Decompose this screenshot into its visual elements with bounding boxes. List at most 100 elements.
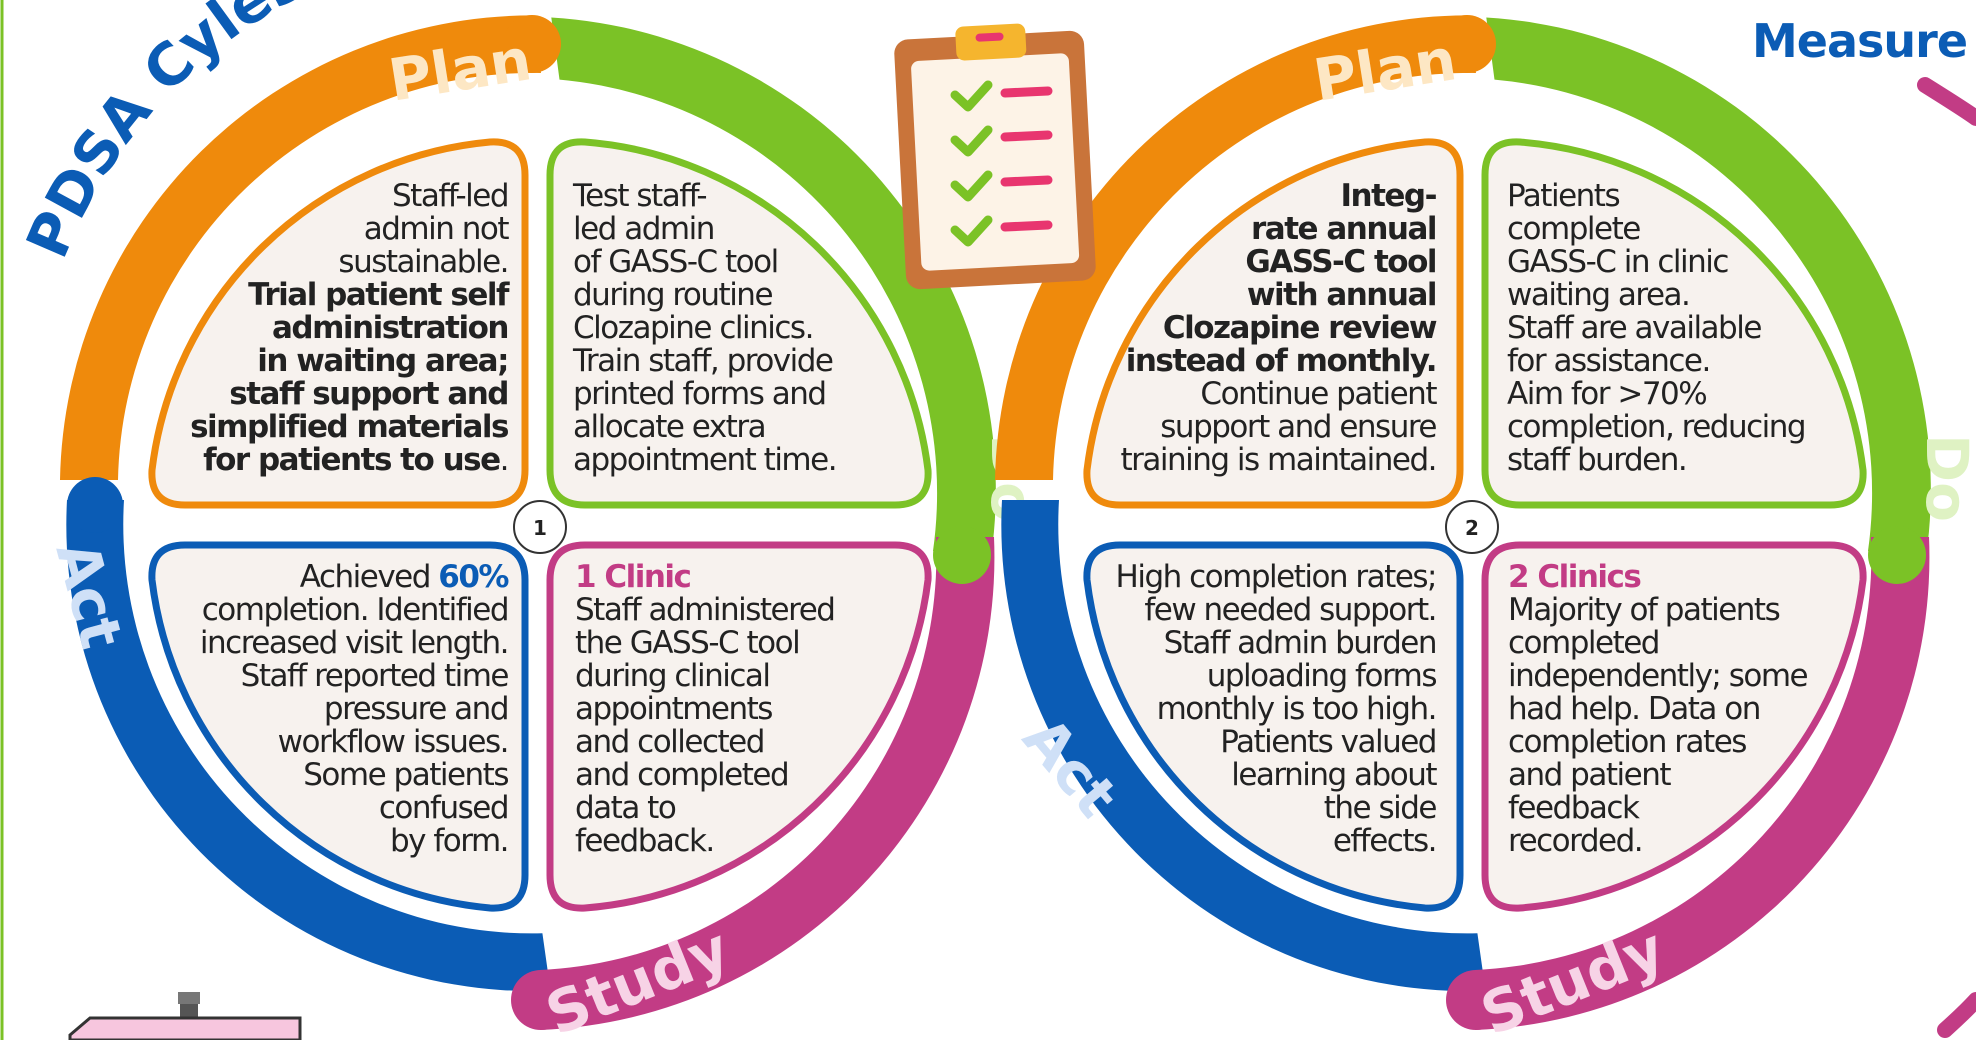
text-line: during routine (573, 277, 774, 313)
measure-arc-bottom (1937, 992, 1976, 1038)
text-line: GASS-C tool (1245, 244, 1437, 280)
text-line: and collected (575, 724, 765, 760)
cycle-1-study-label: Study (537, 914, 739, 1040)
cycle-2-number: 2 (1465, 516, 1479, 540)
text-line: Aim for >70% (1507, 376, 1708, 412)
text-line: for assistance. (1507, 343, 1711, 379)
cycle-1-plan-arc (60, 15, 541, 481)
text-line: printed forms and (573, 376, 827, 412)
text-line: Test staff- (573, 178, 708, 214)
cycle-1-plan-text: Staff-led admin not sustainable. Trial p… (160, 178, 510, 478)
cycle-2-do-cap (1868, 526, 1926, 584)
text-line: had help. Data on (1508, 691, 1761, 727)
text-line: Staff are available (1507, 310, 1762, 346)
text-line: and patient (1508, 757, 1672, 793)
text-line: and completed (575, 757, 790, 793)
text-line: few needed support. (1144, 592, 1437, 628)
cycle-2-study-cap (1446, 970, 1506, 1030)
cycle-1-number-badge (513, 500, 567, 554)
text-line: effects. (1332, 823, 1438, 859)
text-line: Integ- (1340, 178, 1437, 214)
text-line: uploading forms (1206, 658, 1438, 694)
text-line: Staff admin burden (1163, 625, 1438, 661)
text-line: administration (271, 310, 510, 346)
text-line: Staff-led (391, 178, 510, 214)
cycle-1-study-arc (540, 537, 995, 1030)
text-line: completion. Identified (201, 592, 510, 628)
text-line: GASS-C in clinic (1507, 244, 1729, 280)
text-line: High completion rates; (1115, 559, 1438, 595)
text-line: recorded. (1508, 823, 1644, 859)
text-bold: for patients to use (203, 442, 501, 478)
completion-highlight: 60% (438, 559, 509, 595)
text-line: simplified materials (190, 409, 509, 445)
cycle-2-act-card (1083, 541, 1464, 912)
text-line: allocate extra (573, 409, 767, 445)
cycle-1-study-card (546, 541, 932, 912)
text-line: staff support and (229, 376, 509, 412)
cycle-1-plan-cap (503, 15, 561, 73)
text-line: completion, reducing (1507, 409, 1807, 445)
text-tail: . (499, 442, 510, 478)
text-line: Patients (1507, 178, 1621, 214)
text-line: for patients to use. (160, 442, 510, 478)
text-line: Achieved 60% (160, 559, 510, 595)
cycle-2-act-arc (1001, 500, 1486, 992)
clipboard-checklist-icon (894, 23, 1096, 290)
cycle-2-act-text: High completion rates; few needed suppor… (1095, 559, 1438, 859)
text-line: appointments (575, 691, 773, 727)
text-line: support and ensure (1160, 409, 1437, 445)
study-heading: 1 Clinic (575, 559, 692, 595)
cycle-1-act-text: Achieved 60% completion. Identified incr… (160, 559, 510, 858)
text-line: workflow issues. (277, 724, 510, 760)
text-line: confused (378, 790, 510, 826)
study-heading: 2 Clinics (1508, 559, 1642, 595)
cycle-1-do-arc (551, 17, 996, 557)
cycle-1: 1 Plan Do Study Act (43, 15, 1046, 1045)
text-line: complete (1507, 211, 1641, 247)
text-line: completion rates (1508, 724, 1747, 760)
measure-arc-top (1917, 77, 1976, 126)
cycle-1-number: 1 (533, 516, 547, 540)
text-line: Staff reported time (240, 658, 510, 694)
cycle-1-do-cap (933, 526, 991, 584)
cycle-2-plan-text: Integ- rate annual GASS-C tool with annu… (1100, 178, 1438, 477)
text-line: sustainable. (338, 244, 509, 280)
text-line: led admin (573, 211, 715, 247)
text-line: Staff administered (575, 592, 836, 628)
text-line: with annual (1246, 277, 1438, 313)
cycle-2-do-label: Do (1913, 434, 1976, 522)
text-line: Train staff, provide (573, 343, 834, 379)
text-line: data to (575, 790, 677, 826)
text-line: independently; some (1508, 658, 1809, 694)
text-line: completed (1508, 625, 1660, 661)
text-line: the side (1323, 790, 1438, 826)
measure-heading: Measure (1752, 14, 1968, 68)
text-line: staff burden. (1507, 442, 1688, 478)
cycle-1-plan-card (148, 138, 529, 509)
text-line: of GASS-C tool (573, 244, 779, 280)
cycle-2-plan-card (1083, 138, 1464, 509)
cycle-1-study-cap (511, 970, 571, 1030)
text-line: rate annual (1250, 211, 1438, 247)
cycle-1-do-text: Test staff- led admin of GASS-C tool dur… (573, 180, 913, 477)
cycle-1-do-card (546, 138, 932, 509)
cycle-2: 2 Plan Do Study Act (995, 15, 1976, 1045)
cycle-2-study-text: 2 Clinics Majority of patients completed… (1508, 561, 1848, 858)
cycle-1-study-text: 1 Clinic Staff administered the GASS-C t… (575, 561, 915, 858)
text-line: increased visit length. (199, 625, 510, 661)
text-line: Continue patient (1200, 376, 1437, 412)
text-line: the GASS-C tool (575, 625, 801, 661)
cycle-1-act-card (148, 541, 529, 912)
cycle-2-study-card (1481, 541, 1867, 912)
cycle-2-do-text: Patients complete GASS-C in clinic waiti… (1507, 180, 1847, 477)
cycle-2-do-arc (1486, 17, 1931, 557)
text-line: Trial patient self (248, 277, 509, 313)
text-line: in waiting area; (257, 343, 509, 379)
text-line: Patients valued (1220, 724, 1437, 760)
text-line: feedback (1508, 790, 1640, 826)
cycle-1-act-cap (67, 477, 123, 533)
cycle-2-plan-cap (1438, 15, 1496, 73)
